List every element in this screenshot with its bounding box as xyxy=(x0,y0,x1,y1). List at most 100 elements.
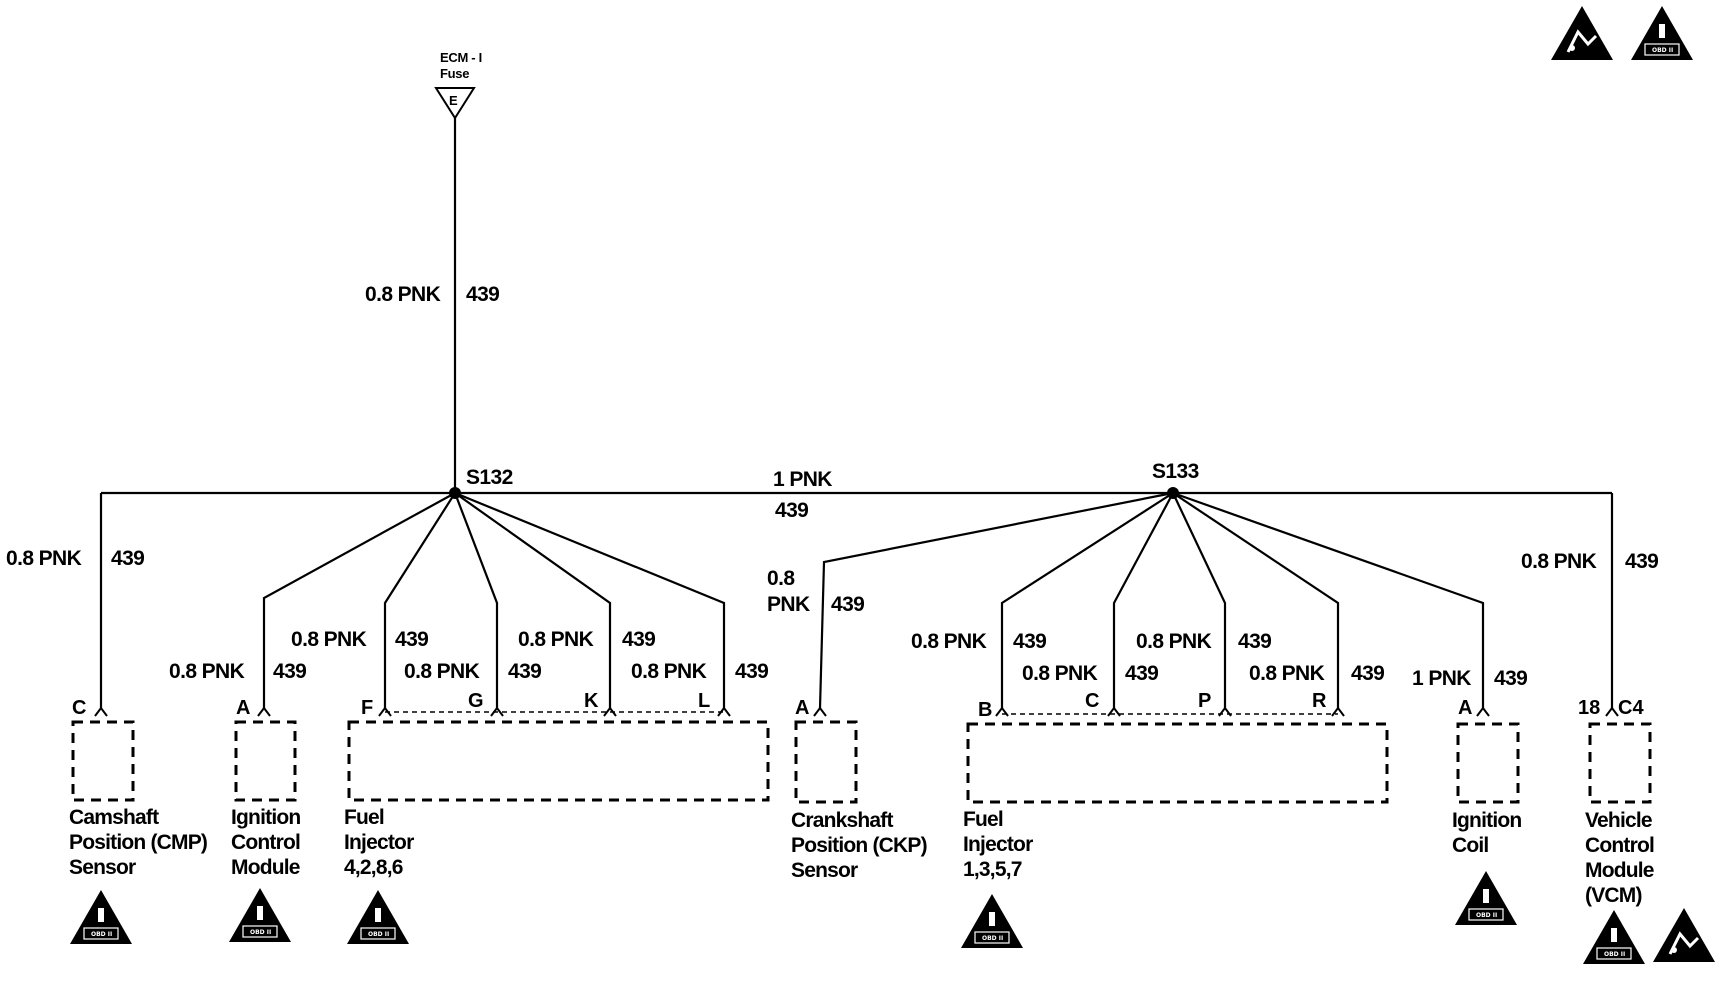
esd-warning-icon-top xyxy=(1549,4,1615,62)
terminal-vcm xyxy=(1605,706,1619,717)
icm-wire xyxy=(262,492,456,708)
bus-size-color: 1 PNK xyxy=(773,468,832,491)
pin-cmp: C xyxy=(72,697,86,719)
obd-warning-icon-icm: OBD II xyxy=(228,887,292,943)
inj-a-name-3: 4,2,8,6 xyxy=(344,856,403,879)
ckp-circuit: 439 xyxy=(831,593,864,616)
inj-g-wire xyxy=(453,492,499,708)
terminal-cmp xyxy=(94,706,108,717)
ecm-fuse: ECM - I Fuse E xyxy=(434,50,482,120)
inj-g-size-color: 0.8 PNK xyxy=(404,660,480,683)
pin-icm: A xyxy=(236,697,250,719)
inj-c-wire xyxy=(1112,492,1174,708)
inj-c-circuit: 439 xyxy=(1125,662,1158,685)
main-circuit: 439 xyxy=(466,283,499,306)
inj-l-size-color: 0.8 PNK xyxy=(631,660,707,683)
inj-g-circuit: 439 xyxy=(508,660,541,683)
inj-r-circuit: 439 xyxy=(1351,662,1384,685)
obd-badge-text: OBD II xyxy=(368,931,389,938)
coil-box xyxy=(1456,722,1520,804)
inj-l-wire xyxy=(454,491,726,708)
inj-k-circuit: 439 xyxy=(622,628,655,651)
splice-s133-label: S133 xyxy=(1152,460,1199,483)
ckp-name-3: Sensor xyxy=(791,859,858,882)
inj-b-size-color: 0.8 PNK xyxy=(911,630,987,653)
cmp-size-color: 0.8 PNK xyxy=(6,547,82,570)
obd-warning-icon-top: OBD II xyxy=(1630,5,1694,61)
icm-name-1: Ignition xyxy=(231,806,300,829)
inj-a-box xyxy=(347,720,770,802)
terminal-icm xyxy=(257,706,271,717)
icm-box xyxy=(234,720,297,802)
vcm-name-2: Control xyxy=(1585,834,1654,857)
terminal-inj-r xyxy=(1331,706,1345,717)
ckp-box xyxy=(794,720,858,804)
obd-badge-text: OBD II xyxy=(250,929,271,936)
pin-inj-r: R xyxy=(1312,690,1327,712)
obd-warning-icon-inj-b: OBD II xyxy=(960,893,1024,949)
obd-badge-text: OBD II xyxy=(1476,912,1497,919)
vcm-name-4: (VCM) xyxy=(1585,884,1642,907)
inj-f-wire xyxy=(383,492,456,708)
inj-k-size-color: 0.8 PNK xyxy=(518,628,594,651)
inj-r-size-color: 0.8 PNK xyxy=(1249,662,1325,685)
pin-inj-f: F xyxy=(361,697,373,719)
pin-inj-l: L xyxy=(698,690,710,712)
obd-badges: OBD II OBD II OBD II OBD II OBD II OBD I… xyxy=(69,4,1716,965)
cmp-name-2: Position (CMP) xyxy=(69,831,207,854)
pin-inj-k: K xyxy=(584,690,599,712)
icm-name-3: Module xyxy=(231,856,300,879)
inj-p-circuit: 439 xyxy=(1238,630,1271,653)
ckp-color: PNK xyxy=(767,593,810,616)
fuse-pin: E xyxy=(449,93,458,108)
pin-inj-c: C xyxy=(1085,690,1099,712)
pin-inj-p: P xyxy=(1198,690,1211,712)
obd-badge-text: OBD II xyxy=(91,931,112,938)
coil-name-1: Ignition xyxy=(1452,809,1521,832)
obd-warning-icon-vcm: OBD II xyxy=(1582,909,1646,965)
pin-inj-b: B xyxy=(978,699,992,721)
wire-labels: 0.8 PNK 439 S132 S133 1 PNK 439 0.8 PNK … xyxy=(6,283,1659,690)
inj-a-name-2: Injector xyxy=(344,831,414,854)
splice-s132 xyxy=(449,487,461,499)
ckp-name-1: Crankshaft xyxy=(791,809,894,832)
inj-f-circuit: 439 xyxy=(395,628,428,651)
obd-badge-text: OBD II xyxy=(1652,47,1673,54)
pin-coil: A xyxy=(1458,697,1472,719)
inj-b-box xyxy=(966,722,1389,804)
ckp-wire xyxy=(818,491,1174,709)
icm-size-color: 0.8 PNK xyxy=(169,660,245,683)
vcm-circuit: 439 xyxy=(1625,550,1658,573)
pin-vcm: 18 xyxy=(1578,697,1600,719)
terminal-inj-k xyxy=(603,706,617,717)
terminal-inj-l xyxy=(717,706,731,717)
fuse-label: Fuse xyxy=(440,66,469,81)
vcm-name-1: Vehicle xyxy=(1585,809,1652,832)
pin-labels: C A F G K L A B C P R A 18 C4 xyxy=(72,690,1644,721)
inj-b-name-1: Fuel xyxy=(963,808,1003,831)
cmp-name-1: Camshaft xyxy=(69,806,159,829)
terminal-inj-g xyxy=(490,706,504,717)
terminal-ckp xyxy=(813,706,827,717)
inj-b-circuit: 439 xyxy=(1013,630,1046,653)
terminal-coil xyxy=(1476,706,1490,717)
component-names: Camshaft Position (CMP) Sensor Ignition … xyxy=(69,806,1655,907)
inj-b-name-3: 1,3,5,7 xyxy=(963,858,1022,881)
pin-ckp: A xyxy=(795,697,809,719)
coil-name-2: Coil xyxy=(1452,834,1488,857)
main-size-color: 0.8 PNK xyxy=(365,283,441,306)
bus-circuit: 439 xyxy=(775,499,808,522)
inj-c-size-color: 0.8 PNK xyxy=(1022,662,1098,685)
ckp-name-2: Position (CKP) xyxy=(791,834,927,857)
obd-warning-icon-inj-a: OBD II xyxy=(346,889,410,945)
cmp-name-3: Sensor xyxy=(69,856,136,879)
coil-circuit: 439 xyxy=(1494,667,1527,690)
wires xyxy=(99,118,1614,709)
fuse-terminal xyxy=(434,87,476,120)
inj-r-wire xyxy=(1172,492,1340,708)
splice-s133 xyxy=(1167,487,1179,499)
connector-vcm: C4 xyxy=(1618,697,1644,719)
obd-warning-icon-cmp: OBD II xyxy=(69,889,133,945)
obd-warning-icon-coil: OBD II xyxy=(1454,870,1518,926)
